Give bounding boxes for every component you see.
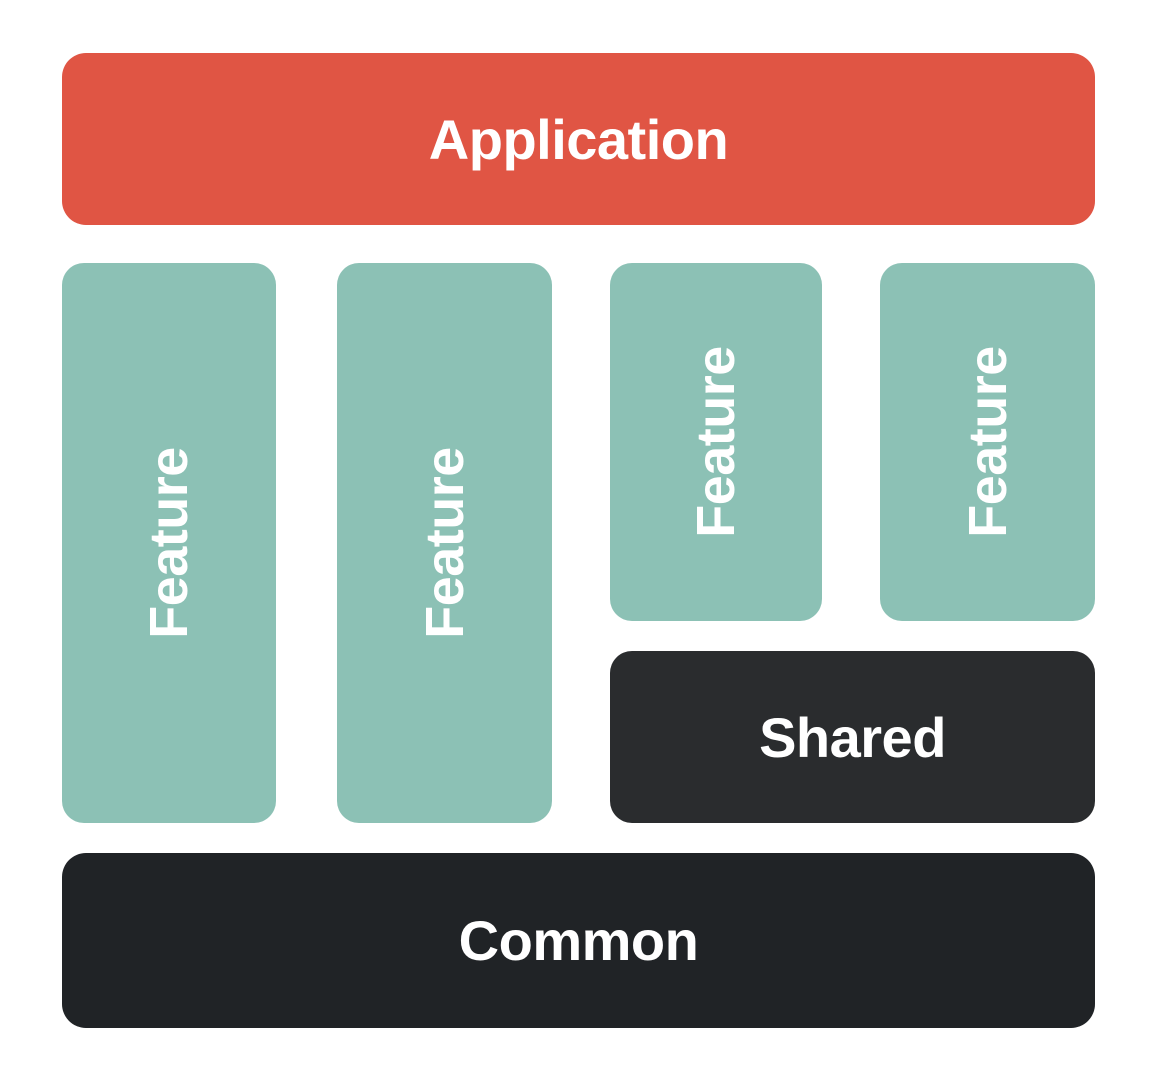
shared-layer-block[interactable]: Shared [610,651,1095,823]
feature-block-1-label: Feature [138,447,199,639]
application-layer-label: Application [428,107,729,171]
feature-block-2-label: Feature [414,447,475,639]
feature-block-2[interactable]: Feature [337,263,552,823]
common-layer-label: Common [458,909,699,972]
feature-block-4-label: Feature [957,346,1018,538]
common-layer-block[interactable]: Common [62,853,1095,1028]
feature-block-3-label: Feature [685,346,746,538]
feature-block-4[interactable]: Feature [880,263,1095,621]
application-layer-block[interactable]: Application [62,53,1095,225]
shared-layer-label: Shared [759,705,946,769]
feature-block-3[interactable]: Feature [610,263,822,621]
feature-block-1[interactable]: Feature [62,263,276,823]
